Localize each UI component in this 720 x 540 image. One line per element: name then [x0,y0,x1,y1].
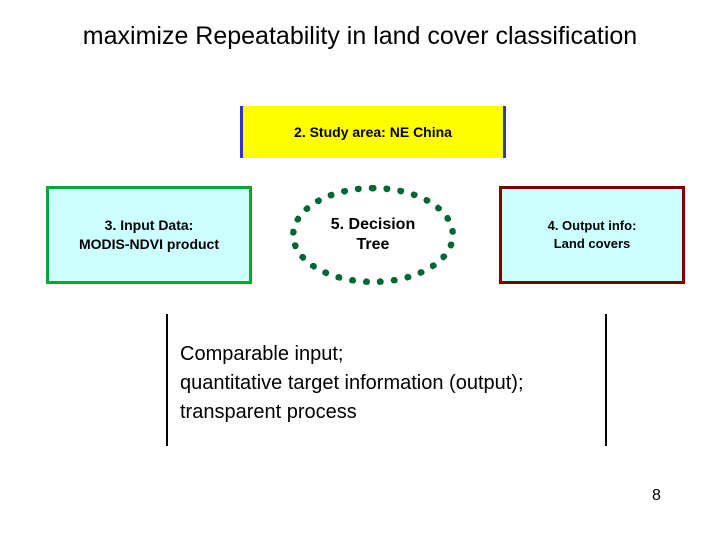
node-output-info-line1: 4. Output info: [547,217,637,233]
summary-line-2: quantitative target information (output)… [180,372,524,394]
node-input-data[interactable]: 3. Input Data: MODIS-NDVI product [46,186,252,284]
node-study-area-label: 2. Study area: NE China [294,124,452,140]
page-title: maximize Repeatability in land cover cla… [82,22,638,50]
node-output-info[interactable]: 4. Output info: Land covers [499,186,685,284]
node-decision-tree-label: 5. Decision Tree [331,215,415,255]
node-output-info-line2: Land covers [553,236,631,251]
node-input-data-line2: MODIS-NDVI product [79,236,219,252]
summary-line-3: transparent process [180,401,357,423]
page-number: 8 [652,487,661,504]
node-decision-tree[interactable]: 5. Decision Tree [290,185,456,285]
node-decision-tree-line2: Tree [356,236,390,253]
node-study-area[interactable]: 2. Study area: NE China [240,106,506,158]
node-output-info-label: 4. Output info: Land covers [548,217,637,253]
node-summary[interactable]: Comparable input; quantitative target in… [166,314,607,446]
node-input-data-label: 3. Input Data: MODIS-NDVI product [79,216,219,254]
node-decision-tree-line1: 5. Decision [330,216,416,233]
node-input-data-line1: 3. Input Data: [104,217,194,234]
summary-line-1: Comparable input; [180,343,344,365]
